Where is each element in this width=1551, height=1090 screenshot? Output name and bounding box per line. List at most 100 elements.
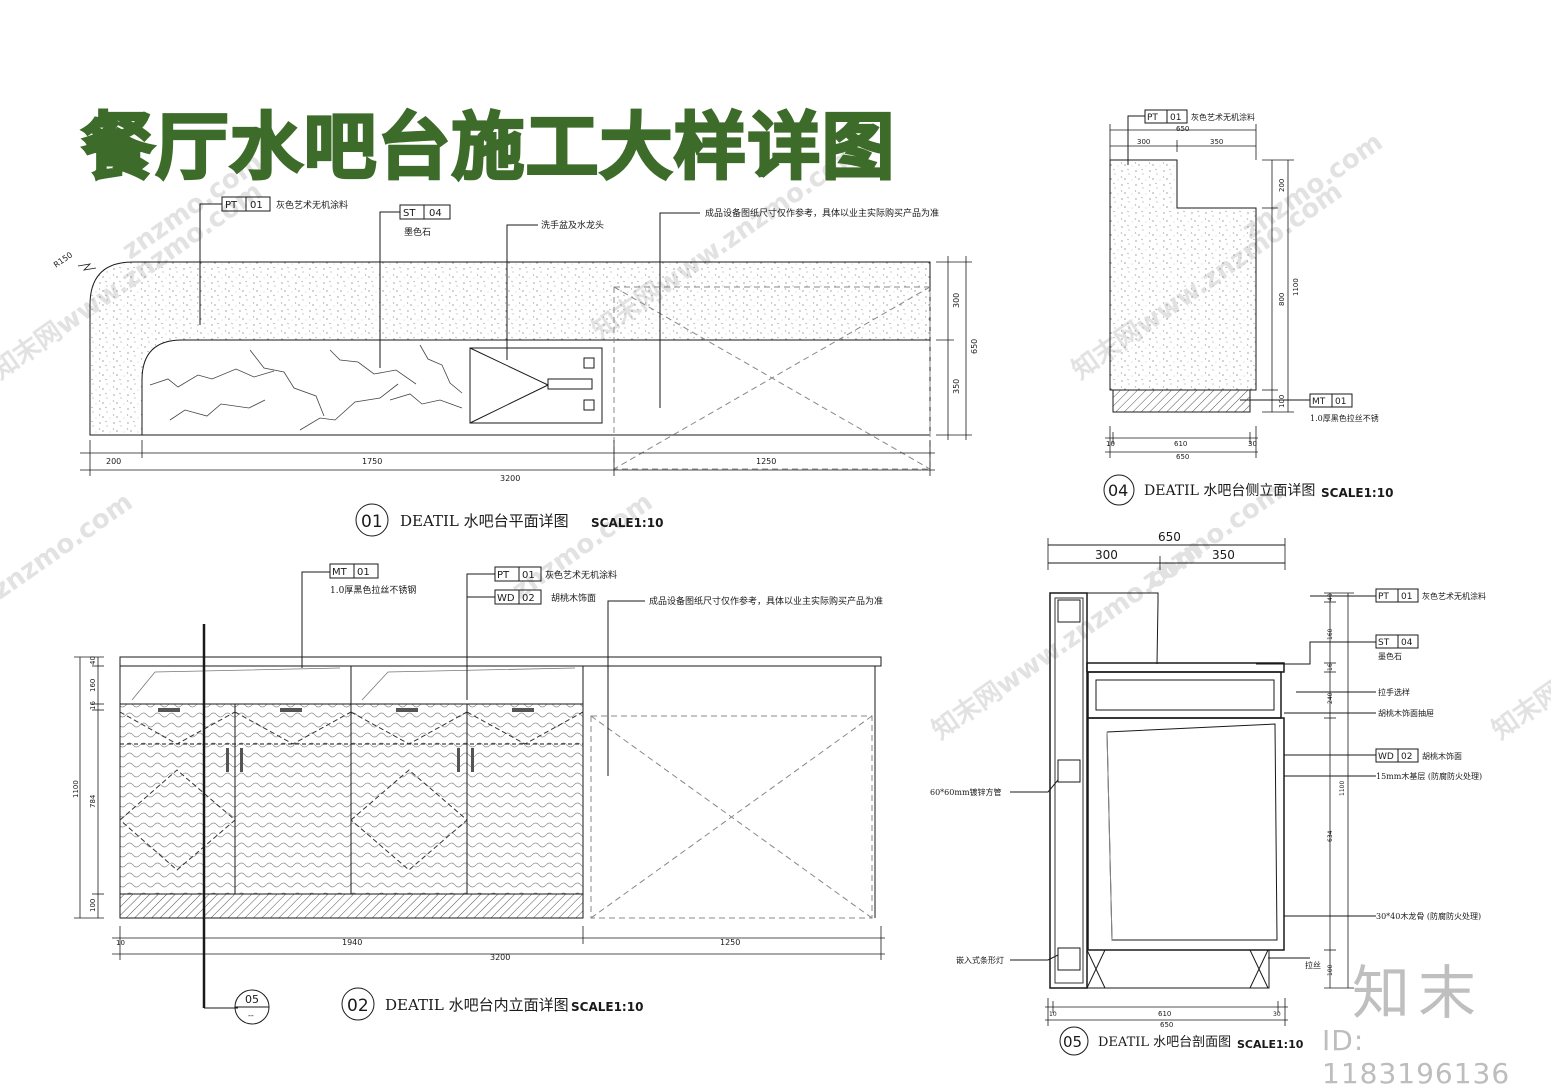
svg-text:610: 610 [1174, 440, 1187, 448]
elevation-text: MT 01 1.0厚黑色拉丝不锈钢 PT 01 灰色艺术无机涂料 WD 02 胡… [72, 563, 883, 1025]
svg-text:40: 40 [1327, 593, 1334, 601]
svg-text:1100: 1100 [1339, 781, 1346, 796]
svg-text:04: 04 [1401, 638, 1413, 648]
tag-num: 04 [429, 208, 442, 219]
brand-logo: 知末 [1352, 959, 1485, 1027]
tag-num: 01 [522, 570, 535, 581]
svg-text:墨色石: 墨色石 [1378, 651, 1402, 661]
svg-text:160: 160 [89, 679, 97, 692]
note-equipment: 成品设备图纸尺寸仅作参考，具体以业主实际购买产品为准 [649, 595, 883, 607]
tag-code: PT [225, 200, 238, 211]
svg-text:610: 610 [1158, 1010, 1171, 1018]
counter-edge [119, 656, 882, 667]
svg-text:10: 10 [1049, 1011, 1057, 1018]
plinth [119, 893, 584, 919]
plan-text: R150 PT 01 灰色艺术无机涂料 ST 04 墨色石 洗手盆及水龙头 成品… [52, 196, 979, 537]
note-equipment: 成品设备图纸尺寸仅作参考，具体以业主实际购买产品为准 [705, 207, 939, 219]
caption: DEATIL 水吧台侧立面详图 [1144, 483, 1315, 499]
dim-text: 3200 [500, 474, 520, 483]
svg-text:灰色艺术无机涂料: 灰色艺术无机涂料 [1422, 591, 1486, 601]
elevation-view [74, 571, 885, 1009]
equipment-diagonal [613, 286, 931, 470]
dim-text: 300 [952, 293, 961, 308]
svg-text:15mm木基层 (防腐防火处理): 15mm木基层 (防腐防火处理) [1376, 771, 1482, 781]
dim-text: 1250 [756, 457, 776, 466]
plan-view [77, 203, 972, 476]
svg-text:30*40木龙骨 (防腐防火处理): 30*40木龙骨 (防腐防火处理) [1376, 911, 1481, 921]
svg-text:3200: 3200 [490, 953, 510, 962]
svg-text:650: 650 [1160, 1021, 1173, 1029]
tag-num: 01 [357, 567, 370, 578]
svg-text:灰色艺术无机涂料: 灰色艺术无机涂料 [1191, 112, 1255, 122]
svg-text:胡桃木饰面抽屉: 胡桃木饰面抽屉 [1378, 708, 1434, 718]
svg-text:10: 10 [116, 939, 125, 947]
svg-text:160: 160 [1327, 628, 1334, 640]
leader-st [379, 211, 400, 368]
svg-text:MT: MT [1312, 397, 1326, 407]
tag-code: ST [403, 208, 416, 219]
caption-circle [1059, 1026, 1089, 1056]
scale: SCALE1:10 [571, 1000, 643, 1014]
svg-text:634: 634 [1327, 830, 1334, 842]
svg-text:16: 16 [89, 701, 97, 710]
equipment-outline [613, 286, 931, 470]
radius-leader [77, 263, 97, 271]
faucet-knob [583, 357, 595, 369]
svg-text:PT: PT [1147, 113, 1158, 123]
svg-text:350: 350 [1212, 548, 1235, 562]
dim-text: 350 [952, 379, 961, 394]
door-swings [119, 711, 584, 871]
section-view [1010, 538, 1376, 1026]
dim-text: 200 [106, 457, 121, 466]
svg-text:嵌入式条形灯: 嵌入式条形灯 [956, 955, 1004, 965]
dim-text: 650 [970, 339, 979, 354]
svg-text:784: 784 [89, 794, 97, 808]
svg-text:40: 40 [89, 656, 97, 665]
svg-text:300: 300 [1137, 138, 1150, 146]
tag-desc: 胡桃木饰面 [551, 592, 596, 604]
watermarks: 知末网www.znzmo.com znzmo.com znzmo.com znz… [0, 127, 1551, 746]
watermark-text: znzmo.com [1237, 127, 1389, 246]
sink-line [469, 347, 549, 386]
caption-num: 01 [361, 512, 383, 532]
watermark-text: 知末网www.znzmo.com [1487, 536, 1551, 745]
tag-code: MT [332, 567, 348, 578]
svg-text:650: 650 [1176, 453, 1189, 461]
scale: SCALE1:10 [591, 516, 663, 530]
svg-text:1.0厚黑色拉丝不锈: 1.0厚黑色拉丝不锈 [1310, 413, 1379, 423]
sink-basin [469, 347, 603, 424]
svg-text:02: 02 [1401, 752, 1412, 762]
leader-equipment [659, 212, 700, 408]
caption-circle [341, 987, 375, 1021]
tag-desc: 1.0厚黑色拉丝不锈钢 [330, 584, 416, 596]
svg-text:650: 650 [1176, 125, 1189, 133]
caption-num: 04 [1108, 481, 1128, 500]
dim-ticks [936, 261, 972, 436]
svg-text:30: 30 [1248, 440, 1257, 448]
svg-text:胡桃木饰面: 胡桃木饰面 [1422, 751, 1462, 761]
section-text: 650 300 350 PT 01 灰色艺术无机涂料 ST 04 墨色石 拉手选… [930, 530, 1486, 1056]
svg-text:1100: 1100 [1292, 278, 1300, 296]
svg-text:650: 650 [1158, 530, 1181, 544]
marble-area [141, 339, 931, 436]
svg-text:800: 800 [1278, 293, 1286, 306]
caption-num: 02 [347, 996, 369, 1016]
svg-text:16: 16 [1327, 663, 1334, 671]
leader-sink [506, 224, 538, 360]
svg-text:60*60mm镀锌方管: 60*60mm镀锌方管 [930, 787, 1002, 797]
svg-text:--: -- [248, 1011, 254, 1020]
tag-num: 02 [522, 593, 535, 604]
svg-text:拉丝: 拉丝 [1305, 960, 1321, 970]
svg-text:300: 300 [1095, 548, 1118, 562]
caption-num: 05 [1063, 1033, 1082, 1051]
svg-text:100: 100 [1278, 395, 1286, 408]
svg-text:PT: PT [1378, 592, 1389, 602]
caption: DEATIL 水吧台平面详图 [400, 512, 569, 530]
cabinet-dividers [120, 704, 583, 894]
svg-text:拉手选样: 拉手选样 [1378, 687, 1410, 697]
handles [158, 708, 534, 772]
watermark-text: znzmo.com [0, 487, 138, 606]
faucet-knob [583, 399, 595, 411]
